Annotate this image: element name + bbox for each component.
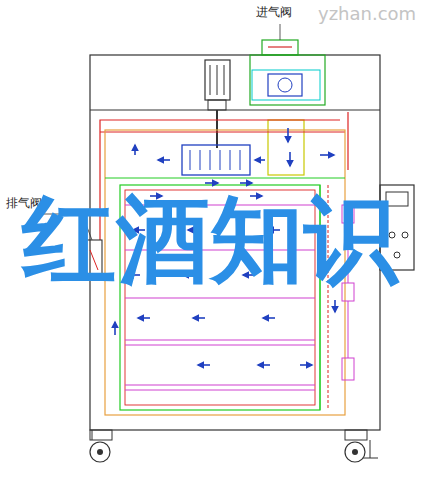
part-label: 进气阀 (256, 6, 292, 19)
airflow-arrow (263, 317, 275, 319)
airflow-arrow (138, 317, 150, 319)
airflow-arrow (240, 182, 252, 184)
intake-valve (262, 40, 298, 55)
airflow-arrow (255, 159, 265, 161)
airflow-arrow (287, 128, 289, 142)
airflow-arrow (198, 364, 210, 366)
heater-fan (182, 145, 250, 175)
watermark: yzhan.com (318, 4, 416, 24)
motor (205, 60, 230, 100)
airflow-arrow (300, 364, 312, 366)
caster (345, 442, 365, 462)
watermark: 红酒知识 (22, 188, 398, 291)
airflow-arrow (193, 317, 205, 319)
caster (90, 442, 110, 462)
airflow-arrow (158, 159, 170, 161)
airflow-arrow (258, 364, 270, 366)
airflow-arrow (320, 154, 334, 156)
airflow-arrow (114, 322, 116, 335)
airflow-arrow (289, 152, 291, 166)
airflow-arrow (334, 300, 336, 312)
airflow-arrow (205, 182, 218, 184)
airflow-arrow (134, 145, 136, 155)
circulation-fan-housing (250, 55, 325, 105)
